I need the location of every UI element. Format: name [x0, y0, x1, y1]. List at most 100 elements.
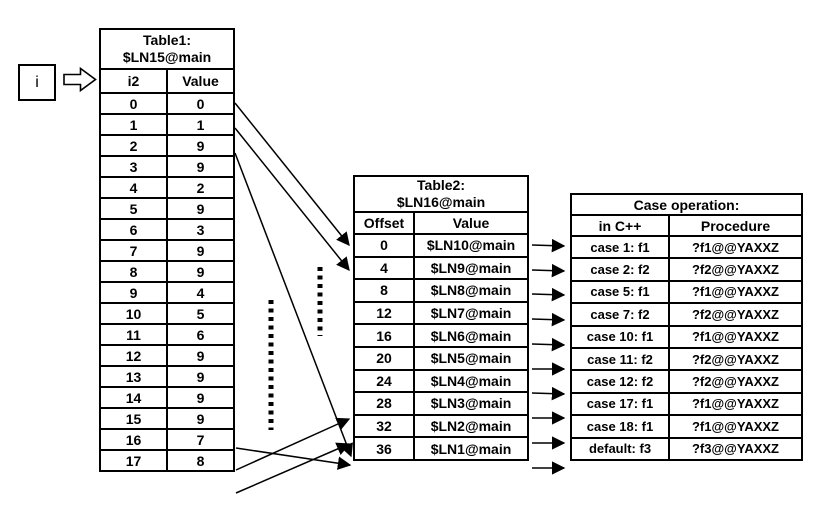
- case-table-header-row: in C++ Procedure: [570, 214, 803, 237]
- row-cell: 16: [353, 323, 415, 348]
- index-variable-box: i: [18, 64, 56, 101]
- table2-title-line2: $LN16@main: [396, 194, 486, 210]
- case-table-title: Case operation:: [570, 193, 803, 216]
- table2-title: Table2: $LN16@main: [352, 175, 530, 213]
- table-row: case 18: f1?f1@@YAXXZ: [570, 414, 803, 439]
- row-cell: 2: [165, 176, 236, 199]
- table-row: 20$LN5@main: [353, 345, 530, 371]
- table1-col-i2: i2: [99, 68, 168, 94]
- index-variable-label: i: [35, 73, 39, 91]
- row-cell: $LN3@main: [412, 391, 530, 416]
- arrow-t1row15-to-offset36: [235, 447, 352, 470]
- arrow-offset12-to-case7: [531, 312, 566, 327]
- row-cell: ?f2@@YAXXZ: [668, 257, 803, 282]
- row-cell: 16: [99, 428, 168, 451]
- arrow-offset0-to-case1: [531, 238, 566, 253]
- row-cell: 5: [165, 302, 236, 325]
- row-cell: 4: [99, 176, 168, 199]
- row-cell: $LN7@main: [412, 300, 530, 326]
- row-cell: 9: [165, 344, 236, 367]
- row-cell: 8: [165, 449, 236, 472]
- row-cell: case 1: f1: [570, 234, 670, 260]
- row-cell: 13: [99, 365, 168, 388]
- row-cell: 15: [99, 407, 168, 430]
- arrow-t1row17-to-offset32: [235, 442, 351, 494]
- case-operation-table: Case operation: in C++ Procedure case 1:…: [570, 193, 803, 461]
- table-row: 0$LN10@main: [353, 233, 530, 258]
- row-cell: 8: [99, 260, 168, 283]
- row-cell: ?f2@@YAXXZ: [668, 346, 803, 372]
- table2-title-row: Table2: $LN16@main: [352, 175, 530, 213]
- case-col-incpp: in C++: [570, 214, 670, 237]
- row-cell: 0: [99, 92, 168, 115]
- row-cell: 7: [99, 239, 168, 262]
- row-cell: 9: [165, 407, 236, 430]
- arrow-t1row1-to-offset4: [234, 127, 350, 272]
- row-cell: 17: [99, 449, 168, 472]
- row-cell: $LN5@main: [412, 345, 530, 371]
- row-cell: 12: [353, 300, 415, 326]
- table-row: case 1: f1?f1@@YAXXZ: [570, 234, 803, 260]
- row-cell: 1: [99, 113, 168, 136]
- row-cell: case 12: f2: [570, 369, 670, 394]
- row-cell: $LN4@main: [412, 368, 530, 394]
- row-cell: ?f1@@YAXXZ: [668, 279, 803, 305]
- table-row: case 11: f2?f2@@YAXXZ: [570, 346, 803, 372]
- row-cell: 3: [99, 155, 168, 178]
- case-table-title-row: Case operation:: [570, 193, 803, 216]
- table-row: 4$LN9@main: [353, 255, 530, 281]
- row-cell: 36: [353, 436, 415, 461]
- row-cell: case 2: f2: [570, 257, 670, 282]
- table1-col-value: Value: [165, 68, 236, 94]
- arrow-offset8-to-case5: [531, 287, 566, 302]
- row-cell: $LN1@main: [412, 436, 530, 461]
- table-row: default: f3?f3@@YAXXZ: [570, 436, 803, 461]
- table2-title-line1: Table2:: [417, 177, 465, 193]
- row-cell: 9: [165, 365, 236, 388]
- row-cell: 0: [353, 233, 415, 258]
- row-cell: case 18: f1: [570, 414, 670, 439]
- table1-title-line2: $LN15@main: [122, 49, 212, 65]
- table2-header-row: Offset Value: [353, 211, 530, 235]
- table1-title: Table1: $LN15@main: [98, 28, 236, 70]
- row-cell: 20: [353, 345, 415, 371]
- table-row: 16$LN6@main: [353, 323, 530, 348]
- row-cell: 11: [99, 323, 168, 346]
- row-cell: 24: [353, 368, 415, 394]
- row-cell: 28: [353, 391, 415, 416]
- table1-title-row: Table1: $LN15@main: [98, 28, 236, 70]
- row-cell: $LN2@main: [412, 413, 530, 439]
- table1-title-line1: Table1:: [143, 32, 191, 48]
- row-cell: 9: [165, 197, 236, 220]
- table-row: case 7: f2?f2@@YAXXZ: [570, 302, 803, 327]
- row-cell: 9: [165, 134, 236, 157]
- row-cell: 6: [165, 323, 236, 346]
- table-row: case 12: f2?f2@@YAXXZ: [570, 369, 803, 394]
- row-cell: 5: [99, 197, 168, 220]
- row-cell: 1: [165, 113, 236, 136]
- row-cell: 9: [165, 155, 236, 178]
- table-row: 32$LN2@main: [353, 413, 530, 439]
- row-cell: 0: [165, 92, 236, 115]
- table-row: case 10: f1?f1@@YAXXZ: [570, 324, 803, 349]
- row-cell: ?f1@@YAXXZ: [668, 234, 803, 260]
- row-cell: ?f2@@YAXXZ: [668, 302, 803, 327]
- table1-header-row: i2 Value: [99, 68, 236, 94]
- row-cell: case 10: f1: [570, 324, 670, 349]
- row-cell: ?f1@@YAXXZ: [668, 414, 803, 439]
- table-row: 8$LN8@main: [353, 278, 530, 303]
